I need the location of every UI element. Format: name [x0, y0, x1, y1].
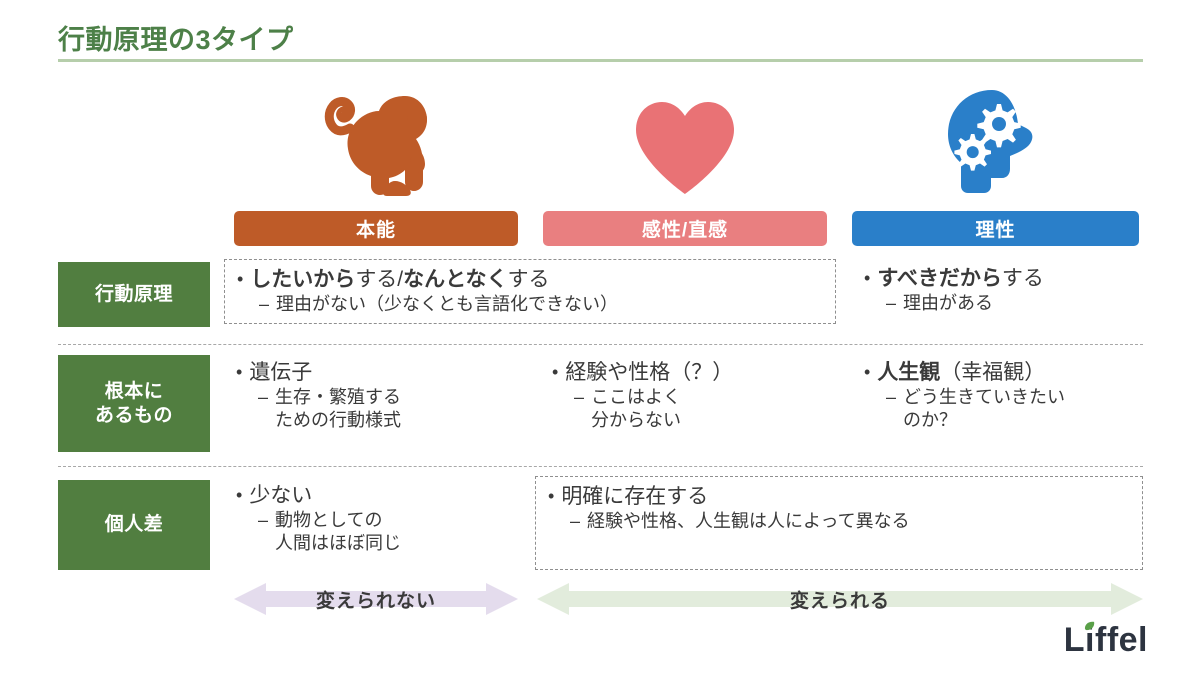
sub-bullet-text-line2: 分からない [591, 410, 682, 431]
sub-bullet-text-line1: ここはよく [591, 387, 682, 408]
sub-bullet-line: – どう生きていきたい のか？ [886, 386, 1134, 432]
bullet-line: • すべきだからする [864, 265, 1132, 292]
sub-bullet-line: – 経験や性格、人生観は人によって異なる [570, 510, 1132, 533]
bullet-text-plain-1: する/ [355, 268, 404, 291]
sub-bullet-text: 理由がない（少なくとも言語化できない） [276, 294, 619, 315]
bullet-text: 経験や性格（？） [565, 361, 734, 384]
sub-bullet-line: – 生存・繁殖する ための行動様式 [258, 386, 514, 432]
brand-logo-text: Liffel [1063, 621, 1148, 659]
leaf-icon [1084, 621, 1095, 631]
bullet-line: • 明確に存在する [548, 483, 1132, 510]
row-label-principle: 行動原理 [58, 262, 210, 327]
sub-bullet-dash: – [258, 387, 269, 408]
bullet-text: 明確に存在する [561, 485, 709, 508]
bullet-text-bold-1: したいから [250, 268, 356, 291]
sub-bullet-dash: – [570, 511, 581, 532]
bullet-dot: • [864, 362, 871, 382]
cell-variation-emotion-reason: • 明確に存在する – 経験や性格、人生観は人によって異なる [535, 476, 1143, 570]
bullet-line: • 少ない [236, 482, 514, 509]
sub-bullet-text-line2: 人間はほぼ同じ [275, 533, 402, 554]
sub-bullet-text-line2: ための行動様式 [275, 410, 402, 431]
cell-root-instinct: • 遺伝子 – 生存・繁殖する ための行動様式 [224, 353, 524, 458]
column-header-instinct[interactable]: 本能 [234, 211, 518, 246]
bullet-text-plain-1: する [1001, 267, 1044, 290]
heart-icon [543, 86, 827, 198]
cell-variation-instinct: • 少ない – 動物としての 人間はほぼ同じ [224, 476, 524, 570]
row-divider-2 [58, 466, 1143, 467]
bullet-text: 遺伝子 [249, 361, 313, 384]
bullet-dot: • [552, 362, 559, 382]
bullet-dot: • [548, 486, 555, 506]
sub-bullet-line: – 理由がある [886, 292, 1132, 315]
sub-bullet-dash: – [259, 294, 270, 315]
sub-bullet-text-line1: 生存・繁殖する [275, 387, 402, 408]
sub-bullet-text: 理由がある [903, 293, 994, 314]
bullet-text-bold-1: すべきだから [877, 267, 1002, 290]
bullet-dot: • [237, 269, 244, 289]
sub-bullet-dash: – [886, 387, 897, 408]
cell-root-reason: • 人生観（幸福観） – どう生きていきたい のか？ [852, 353, 1144, 458]
sub-bullet-text-line1: 動物としての [275, 510, 383, 531]
monkey-icon [234, 86, 518, 198]
sub-bullet-dash: – [886, 293, 897, 314]
row-label-root-line2: あるもの [94, 404, 173, 426]
bullet-text-bold-2: なんとなく [403, 268, 508, 291]
bullet-dot: • [864, 268, 871, 288]
arrow-unchangeable: 変えられない [234, 581, 518, 617]
bullet-text-plain: （幸福観） [940, 361, 1046, 384]
sub-bullet-line: – ここはよく 分からない [574, 386, 830, 432]
bullet-line: • 遺伝子 [236, 359, 514, 386]
bullet-dot: • [236, 362, 243, 382]
cell-root-emotion: • 経験や性格（？） – ここはよく 分からない [540, 353, 840, 458]
bullet-dot: • [236, 485, 243, 505]
sub-bullet-line: – 理由がない（少なくとも言語化できない） [259, 293, 825, 316]
column-header-emotion[interactable]: 感性/直感 [543, 211, 827, 246]
row-label-variation: 個人差 [58, 480, 210, 570]
page-title: 行動原理の3タイプ [58, 25, 294, 55]
bullet-text: 少ない [249, 484, 313, 507]
brand-logo: Liffel [1063, 621, 1148, 659]
sub-bullet-line: – 動物としての 人間はほぼ同じ [258, 509, 514, 555]
arrow-changeable: 変えられる [537, 581, 1143, 617]
column-header-reason[interactable]: 理性 [852, 211, 1139, 246]
head-gears-icon [852, 86, 1139, 198]
row-label-root: 根本に あるもの [58, 355, 210, 452]
sub-bullet-text: 経験や性格、人生観は人によって異なる [587, 511, 910, 532]
cell-principle-instinct: • したいからする/なんとなくする – 理由がない（少なくとも言語化できない） [224, 259, 836, 324]
bullet-line: • 人生観（幸福観） [864, 359, 1134, 386]
bullet-line: • したいからする/なんとなくする [237, 266, 825, 293]
sub-bullet-text-line1: どう生きていきたい [903, 387, 1066, 408]
title-underline [58, 59, 1143, 62]
row-label-root-line1: 根本に [104, 381, 164, 403]
sub-bullet-dash: – [574, 387, 585, 408]
row-divider-1 [58, 344, 1143, 345]
bullet-text-bold: 人生観 [877, 361, 941, 384]
cell-principle-reason: • すべきだからする – 理由がある [852, 259, 1142, 324]
sub-bullet-text-line2: のか？ [903, 410, 958, 431]
sub-bullet-dash: – [258, 510, 269, 531]
bullet-line: • 経験や性格（？） [552, 359, 830, 386]
bullet-text-plain-2: する [507, 268, 550, 291]
